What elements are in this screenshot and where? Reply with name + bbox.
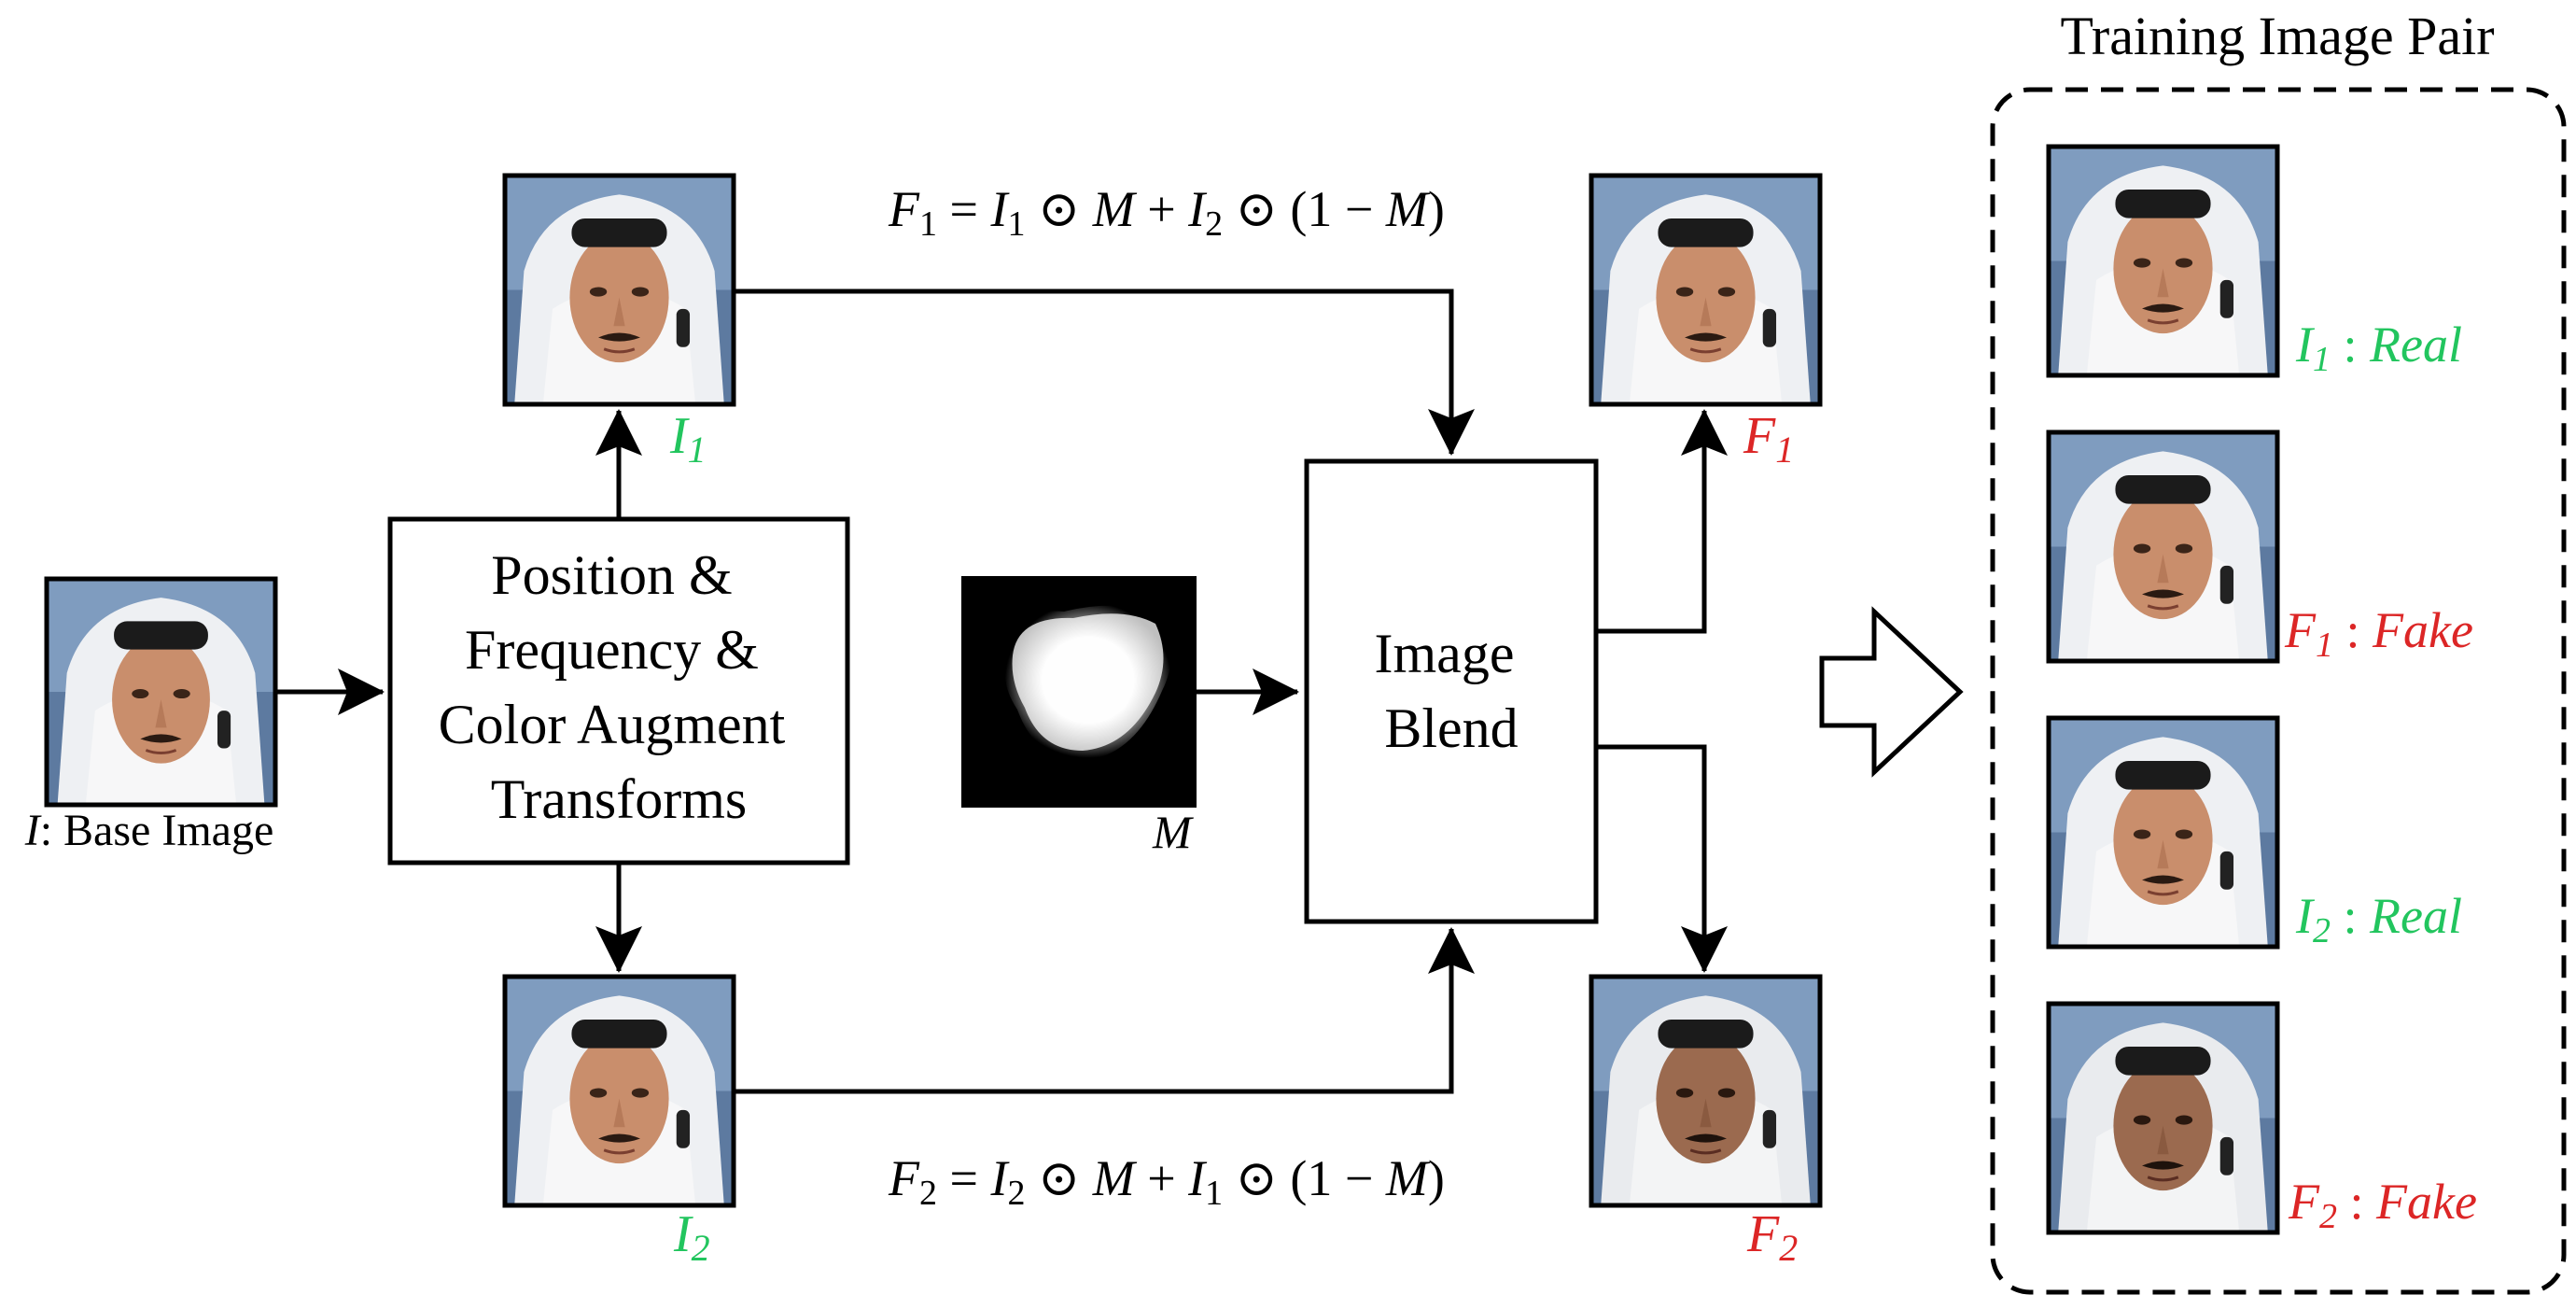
arrow-blend-to-f1 <box>1596 409 1728 634</box>
transform-line-2: Frequency & <box>465 619 759 681</box>
blend-box <box>1304 458 1599 924</box>
arrow-blend-to-f2 <box>1596 744 1728 973</box>
i2-thumbnail <box>502 974 736 1208</box>
pair-panel <box>1990 87 2567 1295</box>
pair-label-3: I2 : Real <box>2295 888 2462 950</box>
hollow-arrow-icon <box>1819 606 1964 778</box>
pair-item-3: I2 : Real <box>2046 715 2462 950</box>
pair-item-1: I1 : Real <box>2046 144 2462 379</box>
pair-item-2: F1 : Fake <box>2046 429 2473 665</box>
base-image-label: I: Base Image <box>24 806 274 855</box>
blend-box-text: Image Blend <box>1375 623 1529 759</box>
blend-line-1: Image <box>1375 623 1515 684</box>
pair-label-1: I1 : Real <box>2295 317 2462 379</box>
equation-f2: F2 = I2 ⊙ M + I1 ⊙ (1 − M) <box>888 1150 1445 1213</box>
f2-thumbnail <box>1589 974 1823 1208</box>
equation-f1: F1 = I1 ⊙ M + I2 ⊙ (1 − M) <box>888 181 1445 244</box>
i1-thumbnail <box>502 173 736 407</box>
arrow-i1-to-blend <box>734 289 1475 456</box>
transform-line-4: Transforms <box>491 768 747 830</box>
i2-label: I2 <box>673 1205 710 1269</box>
i1-label: I1 <box>669 407 707 471</box>
pair-label-2: F1 : Fake <box>2284 602 2473 665</box>
arrow-i2-to-blend <box>734 927 1475 1094</box>
f1-label: F1 <box>1743 407 1794 471</box>
base-image-thumbnail <box>44 576 278 808</box>
blend-line-2: Blend <box>1384 697 1518 759</box>
pair-item-4: F2 : Fake <box>2046 1001 2477 1236</box>
pair-label-4: F2 : Fake <box>2288 1174 2477 1236</box>
transform-box <box>387 516 850 866</box>
pair-title: Training Image Pair <box>2060 6 2494 66</box>
mask-thumbnail <box>961 576 1197 808</box>
transform-line-3: Color Augment <box>439 694 786 755</box>
mask-label: M <box>1152 806 1194 858</box>
f2-label: F2 <box>1746 1205 1798 1269</box>
transform-line-1: Position & <box>491 544 732 606</box>
f1-thumbnail <box>1589 173 1823 407</box>
transform-box-text: Position & Frequency & Color Augment Tra… <box>439 544 800 830</box>
